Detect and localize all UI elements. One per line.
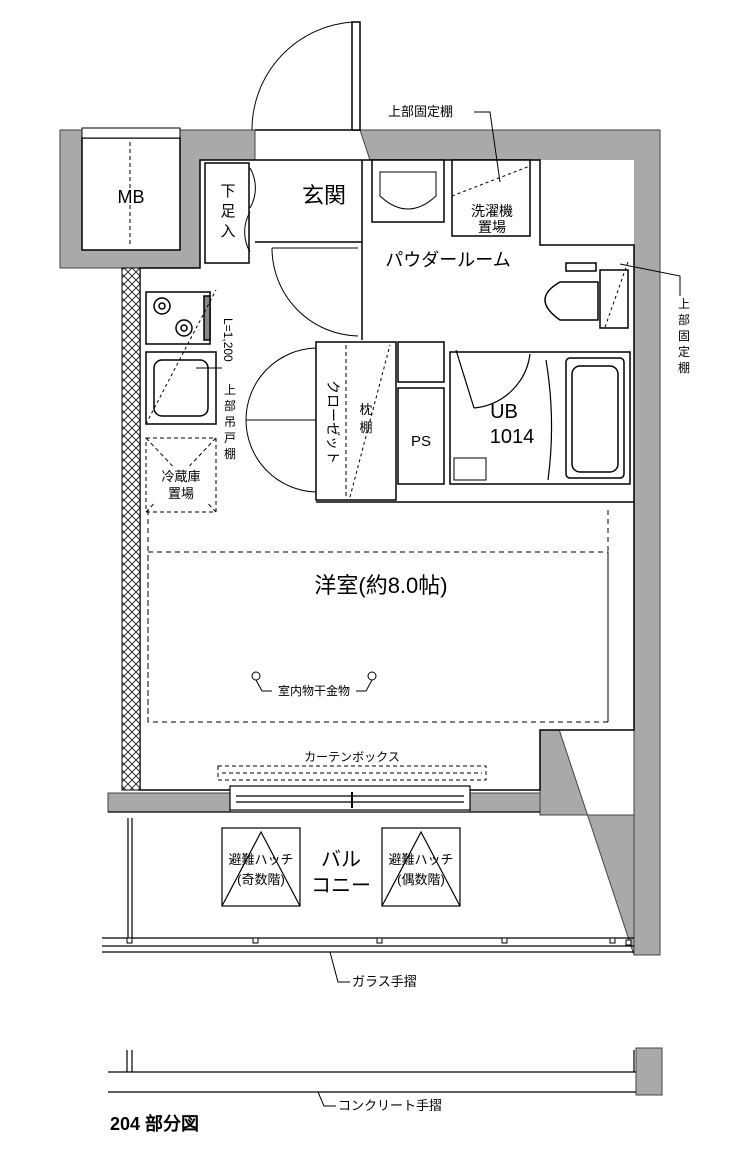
- room-label: 洋室(約8.0帖): [314, 573, 447, 598]
- drying-label: 室内物干金物: [278, 683, 350, 698]
- ps-shaft: [397, 387, 445, 485]
- closet-shelf-dashed: [349, 344, 391, 498]
- stove: [145, 291, 211, 345]
- powder-room-label: パウダールーム: [385, 250, 510, 270]
- railing-posts: [126, 937, 632, 946]
- shelf-leader-top: [474, 111, 501, 183]
- genkan-label: 玄関: [302, 183, 346, 208]
- hatch-even-label-1: 避難ハッチ: [388, 852, 453, 867]
- balcony-label-1: バル: [321, 849, 361, 871]
- ub-label-2: 1014: [490, 426, 535, 448]
- fridge-label-bg: [154, 466, 208, 502]
- shelf-dashed: [451, 165, 531, 197]
- wall-inner-right: [540, 160, 634, 245]
- wall-hatched-left: [121, 267, 141, 791]
- shoe-box: [204, 162, 250, 264]
- svg-text:戸: 戸: [224, 431, 236, 445]
- wall-bottom-right: [635, 1047, 663, 1096]
- shaft-upper: [397, 341, 445, 383]
- hatch-odd-label-2: (奇数階): [237, 872, 285, 887]
- bath-door: [455, 349, 553, 481]
- closet-label: クローゼット: [325, 380, 341, 464]
- bathtub: [565, 357, 625, 479]
- svg-text:吊: 吊: [224, 415, 236, 429]
- shoe-box-door: [244, 167, 256, 253]
- concrete-rail-label: コンクリート手摺: [338, 1098, 442, 1113]
- mb-box: [81, 127, 181, 251]
- shoe-label-2: 足: [220, 203, 235, 220]
- partial-drawing: [108, 1050, 636, 1093]
- svg-text:棚: 棚: [678, 360, 690, 375]
- balcony-label-2: コニー: [311, 875, 371, 897]
- mb-label: MB: [118, 187, 145, 207]
- svg-text:定: 定: [678, 344, 690, 359]
- toilet: [544, 262, 629, 329]
- svg-text:部: 部: [678, 312, 690, 327]
- washer-space: [451, 159, 531, 237]
- wall-balcony-left: [107, 792, 231, 813]
- kitchen-sink: [145, 351, 217, 425]
- svg-text:上: 上: [678, 297, 690, 311]
- toilet-shelf-dashed: [603, 261, 629, 331]
- drying-rod: [251, 671, 377, 692]
- washer-label-1: 洗濯機: [471, 203, 513, 219]
- balcony: [102, 811, 634, 953]
- bath-sink: [453, 457, 487, 481]
- cabinet-dashed: [145, 289, 217, 425]
- ps-label: PS: [411, 433, 431, 450]
- concrete-rail-leader: [317, 1091, 336, 1107]
- vanity: [371, 159, 445, 223]
- glass-rail-leader: [329, 951, 350, 983]
- washer-label-2: 置場: [478, 219, 506, 235]
- entrance-door: [251, 21, 361, 131]
- fridge-label-2: 置場: [168, 486, 194, 501]
- shoe-label-1: 下: [220, 183, 235, 200]
- shelf-leader-right: [619, 263, 681, 296]
- pillow-shelf-label-2: 棚: [359, 420, 372, 435]
- pillow-shelf-label-1: 枕: [359, 402, 372, 417]
- svg-text:棚: 棚: [224, 446, 236, 461]
- shelf-right-label: 上 部 固 定 棚: [678, 297, 690, 375]
- plan-title: 204 部分図: [110, 1113, 199, 1134]
- ub-label-1: UB: [490, 401, 518, 423]
- hatch-odd-label-1: 避難ハッチ: [228, 852, 293, 867]
- hatch-odd: [221, 827, 301, 907]
- wall-balcony-right: [469, 792, 541, 813]
- svg-text:上: 上: [224, 383, 236, 397]
- curtain-label: カーテンボックス: [304, 750, 400, 764]
- hatch-even-label-2: (偶数階): [397, 872, 445, 887]
- svg-text:固: 固: [678, 329, 690, 343]
- kitchen-length-label: L=1,200: [221, 318, 235, 362]
- upper-cabinet-label: 上 部 吊 戸 棚: [224, 383, 236, 461]
- shoe-label-3: 入: [220, 223, 235, 240]
- shelf-top-label: 上部固定棚: [388, 104, 453, 119]
- window-sash: [229, 785, 471, 811]
- fridge-label-1: 冷蔵庫: [161, 469, 200, 484]
- hatch-even: [381, 827, 461, 907]
- curtain-box: [217, 765, 487, 781]
- corridor-door: [271, 247, 359, 337]
- closet-doors: [245, 347, 317, 493]
- svg-text:部: 部: [224, 398, 236, 413]
- glass-rail-label: ガラス手摺: [352, 974, 417, 989]
